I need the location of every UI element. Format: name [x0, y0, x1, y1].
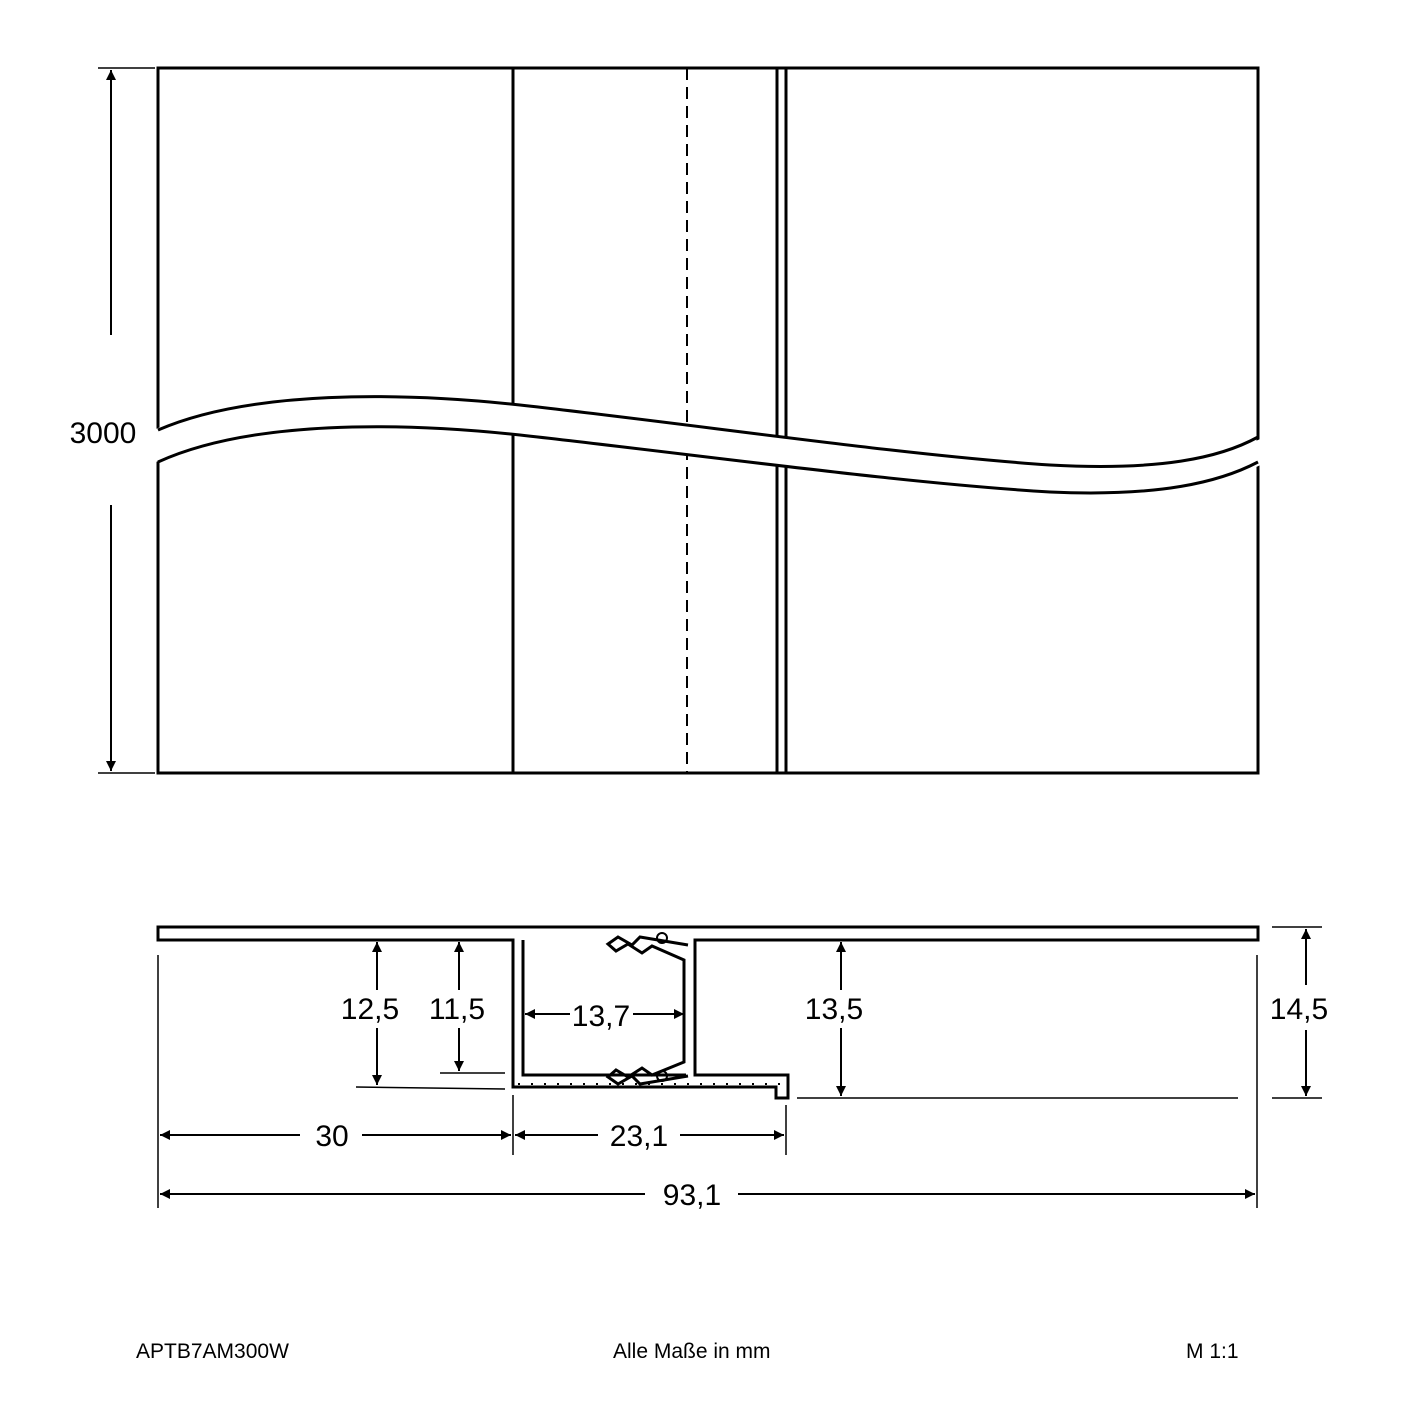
profile-outline — [156, 925, 1260, 1100]
top-view-outline — [156, 66, 1260, 775]
dimension-13-7: 13,7 — [572, 1000, 630, 1033]
profile-section: 12,5 11,5 13,7 13,5 14,5 30 23,1 93,1 — [156, 925, 1328, 1212]
dimension-11-5: 11,5 — [429, 993, 485, 1026]
dimension-30: 30 — [315, 1120, 348, 1153]
dimension-3000: 3000 — [70, 417, 137, 450]
dimension-13-5: 13,5 — [805, 993, 863, 1026]
clip-nub — [656, 1070, 668, 1082]
units-note: Alle Maße in mm — [613, 1340, 771, 1363]
break-gap — [150, 392, 1266, 494]
scale-label: M 1:1 — [1186, 1340, 1239, 1363]
break-line-lower — [157, 425, 1259, 495]
diffuser-clip — [605, 935, 689, 1086]
clip-nub — [656, 932, 668, 944]
extension-line — [355, 1086, 506, 1090]
dimension-14-5: 14,5 — [1270, 993, 1328, 1026]
dimension-93-1: 93,1 — [663, 1179, 721, 1212]
article-number: APTB7AM300W — [136, 1340, 289, 1363]
break-line-upper — [157, 395, 1259, 468]
dimension-12-5: 12,5 — [341, 993, 399, 1026]
top-view: 3000 — [70, 66, 1266, 775]
dimension-23-1: 23,1 — [610, 1120, 668, 1153]
